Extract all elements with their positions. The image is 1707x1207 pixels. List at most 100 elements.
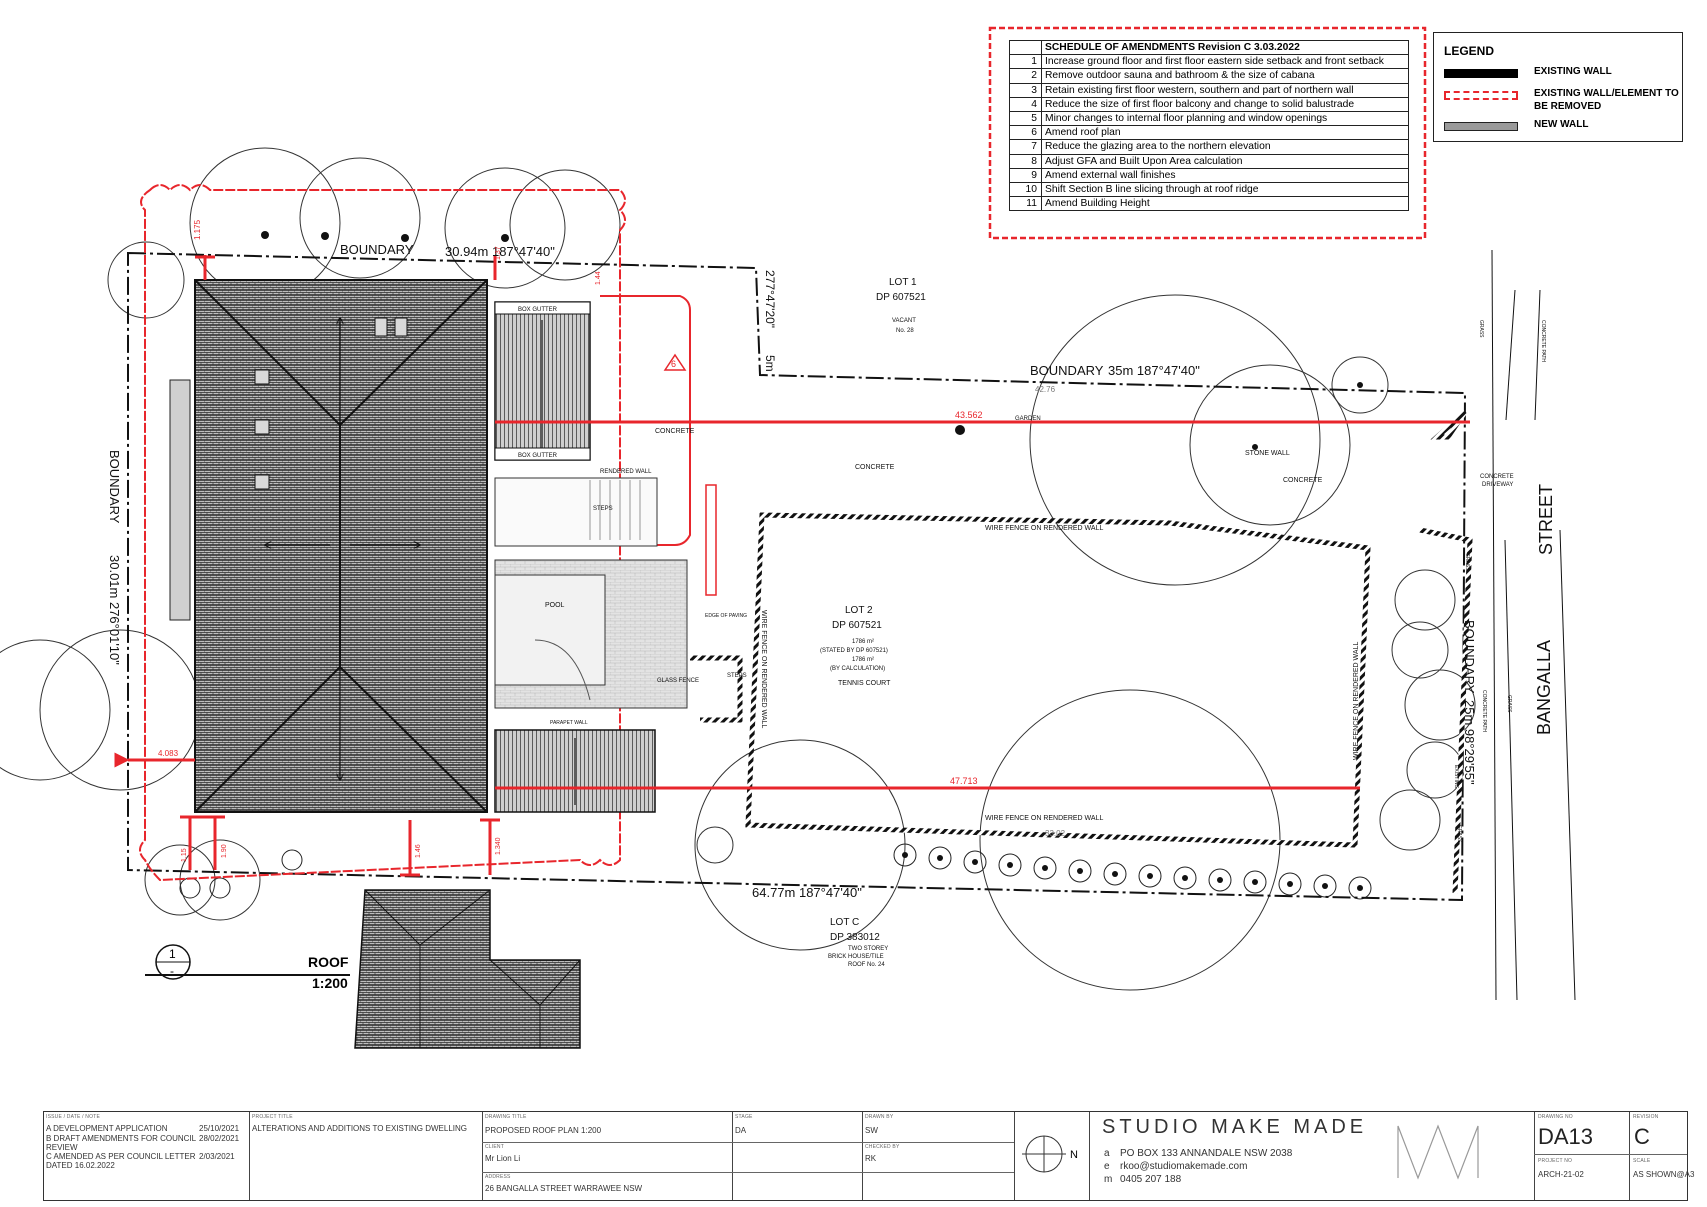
neighbour-roof <box>354 889 581 1049</box>
label-concrete-2: CONCRETE <box>855 464 895 471</box>
dim-42-76: 42.76 <box>1035 385 1056 394</box>
legend-label: NEW WALL <box>1534 119 1589 130</box>
schedule-of-amendments: SCHEDULE OF AMENDMENTS Revision C 3.03.2… <box>1009 39 1409 212</box>
view-title-text: ROOF <box>308 954 349 970</box>
issue-review: REVIEW <box>46 1143 78 1152</box>
lot1-title: LOT 1 <box>889 277 917 288</box>
legend-swatch-removed <box>1444 91 1518 100</box>
schedule-item: Amend external wall finishes <box>1041 167 1409 183</box>
property-boundary <box>127 251 1467 902</box>
legend-title: LEGEND <box>1444 44 1495 58</box>
dim-4: 1.340 <box>495 837 502 855</box>
label-existing: EXISTING <box>1453 765 1459 788</box>
label-wire-fence-bottom: WIRE FENCE ON RENDERED WALL <box>985 815 1103 822</box>
issue-c-date: 2/03/2021 <box>199 1152 235 1161</box>
drawing-no-header: DRAWING NO <box>1538 1114 1573 1120</box>
address-header: ADDRESS <box>485 1174 511 1180</box>
main-house-roof <box>194 279 488 813</box>
legend-label: EXISTING WALL <box>1534 66 1612 77</box>
boundary-east-dims: 25m 98°29'55" <box>1462 700 1477 785</box>
schedule-item: Amend roof plan <box>1041 125 1409 141</box>
schedule-title: SCHEDULE OF AMENDMENTS Revision C 3.03.2… <box>1041 39 1409 56</box>
schedule-item: Adjust GFA and Built Upon Area calculati… <box>1041 153 1409 169</box>
schedule-num: 11 <box>1009 196 1042 212</box>
dim-5: 1.37 <box>495 246 502 260</box>
dim-43-562: 43.562 <box>955 410 983 420</box>
issue-c: C AMENDED AS PER COUNCIL LETTER <box>46 1152 196 1161</box>
legend-row-new: NEW WALL <box>1444 118 1679 140</box>
project-title-header: PROJECT TITLE <box>252 1114 293 1120</box>
label-steps-1: STEPS <box>593 506 613 512</box>
project-no-header: PROJECT NO <box>1538 1158 1573 1164</box>
label-garden: GARDEN <box>1015 416 1041 422</box>
view-title: 1 - ROOF 1:200 <box>145 944 350 991</box>
drawing-title: PROPOSED ROOF PLAN 1:200 <box>485 1126 602 1135</box>
label-driveway-1: CONCRETE <box>1480 474 1514 480</box>
title-block: ISSUE / DATE / NOTE A DEVELOPMENT APPLIC… <box>43 1111 1694 1201</box>
lotc-dp: DP 383012 <box>830 932 880 943</box>
lotc-sub1: TWO STOREY <box>848 946 888 952</box>
dim-33-02: 33.02 <box>1045 829 1066 838</box>
view-number: 1 <box>169 947 176 961</box>
legend-label: EXISTING WALL/ELEMENT TO BE REMOVED <box>1534 88 1679 112</box>
tree-canopies <box>0 147 1476 991</box>
lot1-vacant: VACANT <box>892 318 916 324</box>
stage-header: STAGE <box>735 1114 753 1120</box>
dim-3: 1.46 <box>415 844 422 858</box>
schedule-num: 10 <box>1009 181 1042 198</box>
issue-b: B DRAFT AMENDMENTS FOR COUNCIL <box>46 1134 197 1143</box>
schedule-num: 8 <box>1009 153 1042 169</box>
pool-area <box>494 477 688 709</box>
dim-1-175: 1.175 <box>193 219 202 240</box>
contact-m-key: m <box>1104 1174 1113 1185</box>
small-trees <box>179 843 1372 900</box>
view-sheet: - <box>170 964 174 978</box>
south-flat-roof <box>494 729 656 813</box>
legend-swatch-existing <box>1444 69 1518 78</box>
label-glass-fence: GLASS FENCE <box>657 678 699 684</box>
schedule-num: 5 <box>1009 110 1042 127</box>
dim-6: 1.44 <box>595 271 602 285</box>
lot2-title: LOT 2 <box>845 605 873 616</box>
revision: C <box>1634 1124 1650 1149</box>
schedule-num: 6 <box>1009 125 1042 141</box>
diag-len: 5m <box>763 355 777 372</box>
boundary-north-right-dims: 35m 187°47'40" <box>1108 363 1200 378</box>
dim-2: 1.90 <box>221 844 228 858</box>
north-arrow-icon: N <box>1022 1135 1078 1173</box>
label-grass-3: GRASS <box>1506 695 1512 713</box>
lot2-area1: 1786 m² <box>852 639 874 645</box>
dim-47-713: 47.713 <box>950 776 978 786</box>
drawn-by: SW <box>865 1126 878 1135</box>
lot2-stated: (STATED BY DP 607521) <box>820 648 888 654</box>
contact-email: rkoo@studiomakemade.com <box>1120 1161 1248 1172</box>
setback-dimensions <box>114 255 1470 877</box>
boundary-east: BOUNDARY <box>1462 620 1477 694</box>
label-steps-2: STEPS <box>727 673 747 679</box>
legend-swatch-new <box>1444 122 1518 131</box>
drawing-no: DA13 <box>1538 1124 1594 1149</box>
contact-phone: 0405 207 188 <box>1120 1174 1182 1185</box>
west-awning <box>169 379 191 621</box>
revision-tag-6: 6 <box>671 359 676 369</box>
schedule-item: Minor changes to internal floor planning… <box>1041 110 1409 127</box>
label-concrete-path-2: CONCRETE PATH <box>1481 690 1487 732</box>
label-wire-fence-left: WIRE FENCE ON RENDERED WALL <box>760 610 767 728</box>
street-name-1: BANGALLA <box>1534 640 1554 735</box>
legend-row-existing: EXISTING WALL <box>1444 65 1679 87</box>
schedule-num: 7 <box>1009 139 1042 155</box>
label-pool: POOL <box>545 602 565 609</box>
revision-header: REVISION <box>1633 1114 1659 1120</box>
lotc-title: LOT C <box>830 917 859 928</box>
schedule-item: Reduce the glazing area to the northern … <box>1041 139 1409 155</box>
lot1-dp: DP 607521 <box>876 292 926 303</box>
issue-a: A DEVELOPMENT APPLICATION <box>46 1124 168 1133</box>
schedule-num: 4 <box>1009 96 1042 112</box>
schedule-item: Increase ground floor and first floor ea… <box>1041 54 1409 70</box>
lot2-tennis: TENNIS COURT <box>838 680 891 687</box>
studio-logo-icon <box>1397 1124 1479 1180</box>
tree-trunks <box>261 231 1363 891</box>
label-wire-fence-right: WIRE FENCE ON RENDERED WALL <box>1353 642 1360 760</box>
client-header: CLIENT <box>485 1144 504 1150</box>
